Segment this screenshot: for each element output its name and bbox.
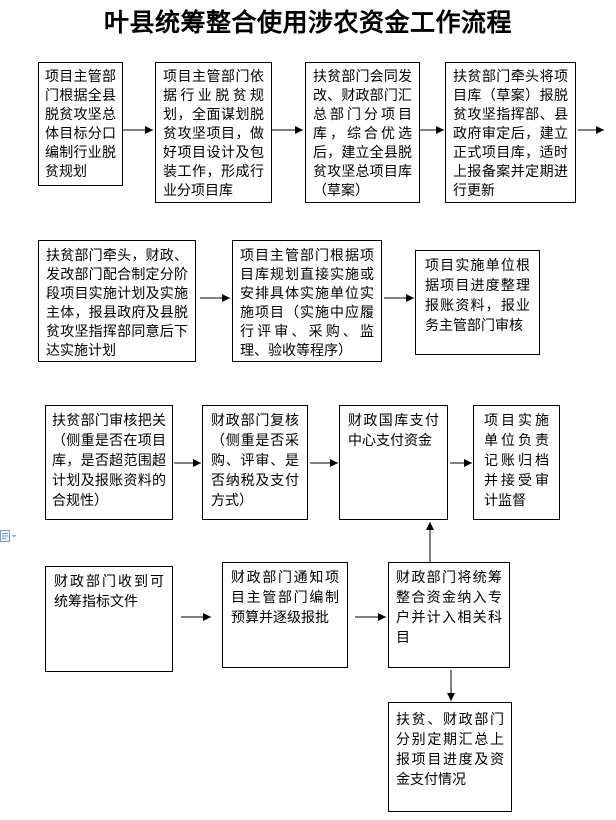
step-industry-plan: 项目主管部门根据全县脱贫攻坚总体目标分口编制行业脱贫规划 [38, 62, 123, 186]
step-accounting-audit: 项目实施单位负责记账归档并接受审计监督 [473, 405, 560, 520]
step-industry-project-library: 项目主管部门依据行业脱贫规划，全面谋划脱贫攻坚项目，做好项目设计及包装工作，形成… [155, 62, 272, 203]
step-progress-report: 扶贫、财政部门分别定期汇总上报项目进度及资金支付情况 [388, 702, 512, 812]
step-formal-project-library: 扶贫部门牵头将项目库（草案）报脱贫攻坚指挥部、县政府审定后，建立正式项目库，适时… [445, 62, 576, 203]
step-finance-recheck: 财政部门复核（侧重是否采购、评审、是否纳税及支付方式） [202, 405, 308, 520]
step-implementation-plan: 扶贫部门牵头，财政、发改部门配合制定分阶段项目实施计划及实施主体，报县政府及县脱… [38, 240, 196, 362]
step-poverty-office-review: 扶贫部门审核把关（侧重是否在项目库，是否超范围超计划及报账资料的合规性） [45, 405, 173, 520]
page-title: 叶县统筹整合使用涉农资金工作流程 [103, 8, 512, 37]
document-icon [0, 530, 16, 542]
step-reimbursement-documents: 项目实施单位根据项目进度整理报账资料，报业务主管部门审核 [415, 250, 540, 355]
step-special-account: 财政部门将统筹整合资金纳入专户并计入相关科目 [388, 562, 510, 668]
step-treasury-payment: 财政国库支付中心支付资金 [339, 405, 448, 520]
step-project-implementation: 项目主管部门根据项目库规划直接实施或安排具体实施单位实施项目（实施中应履行评审、… [232, 240, 382, 362]
step-budget-preparation: 财政部门通知项目主管部门编制预算并逐级报批 [222, 562, 348, 668]
step-receive-fund-document: 财政部门收到可统筹指标文件 [45, 566, 173, 672]
step-draft-county-library: 扶贫部门会同发改、财政部门汇总部门分项目库，综合优选后，建立全县脱贫攻坚总项目库… [305, 62, 420, 203]
